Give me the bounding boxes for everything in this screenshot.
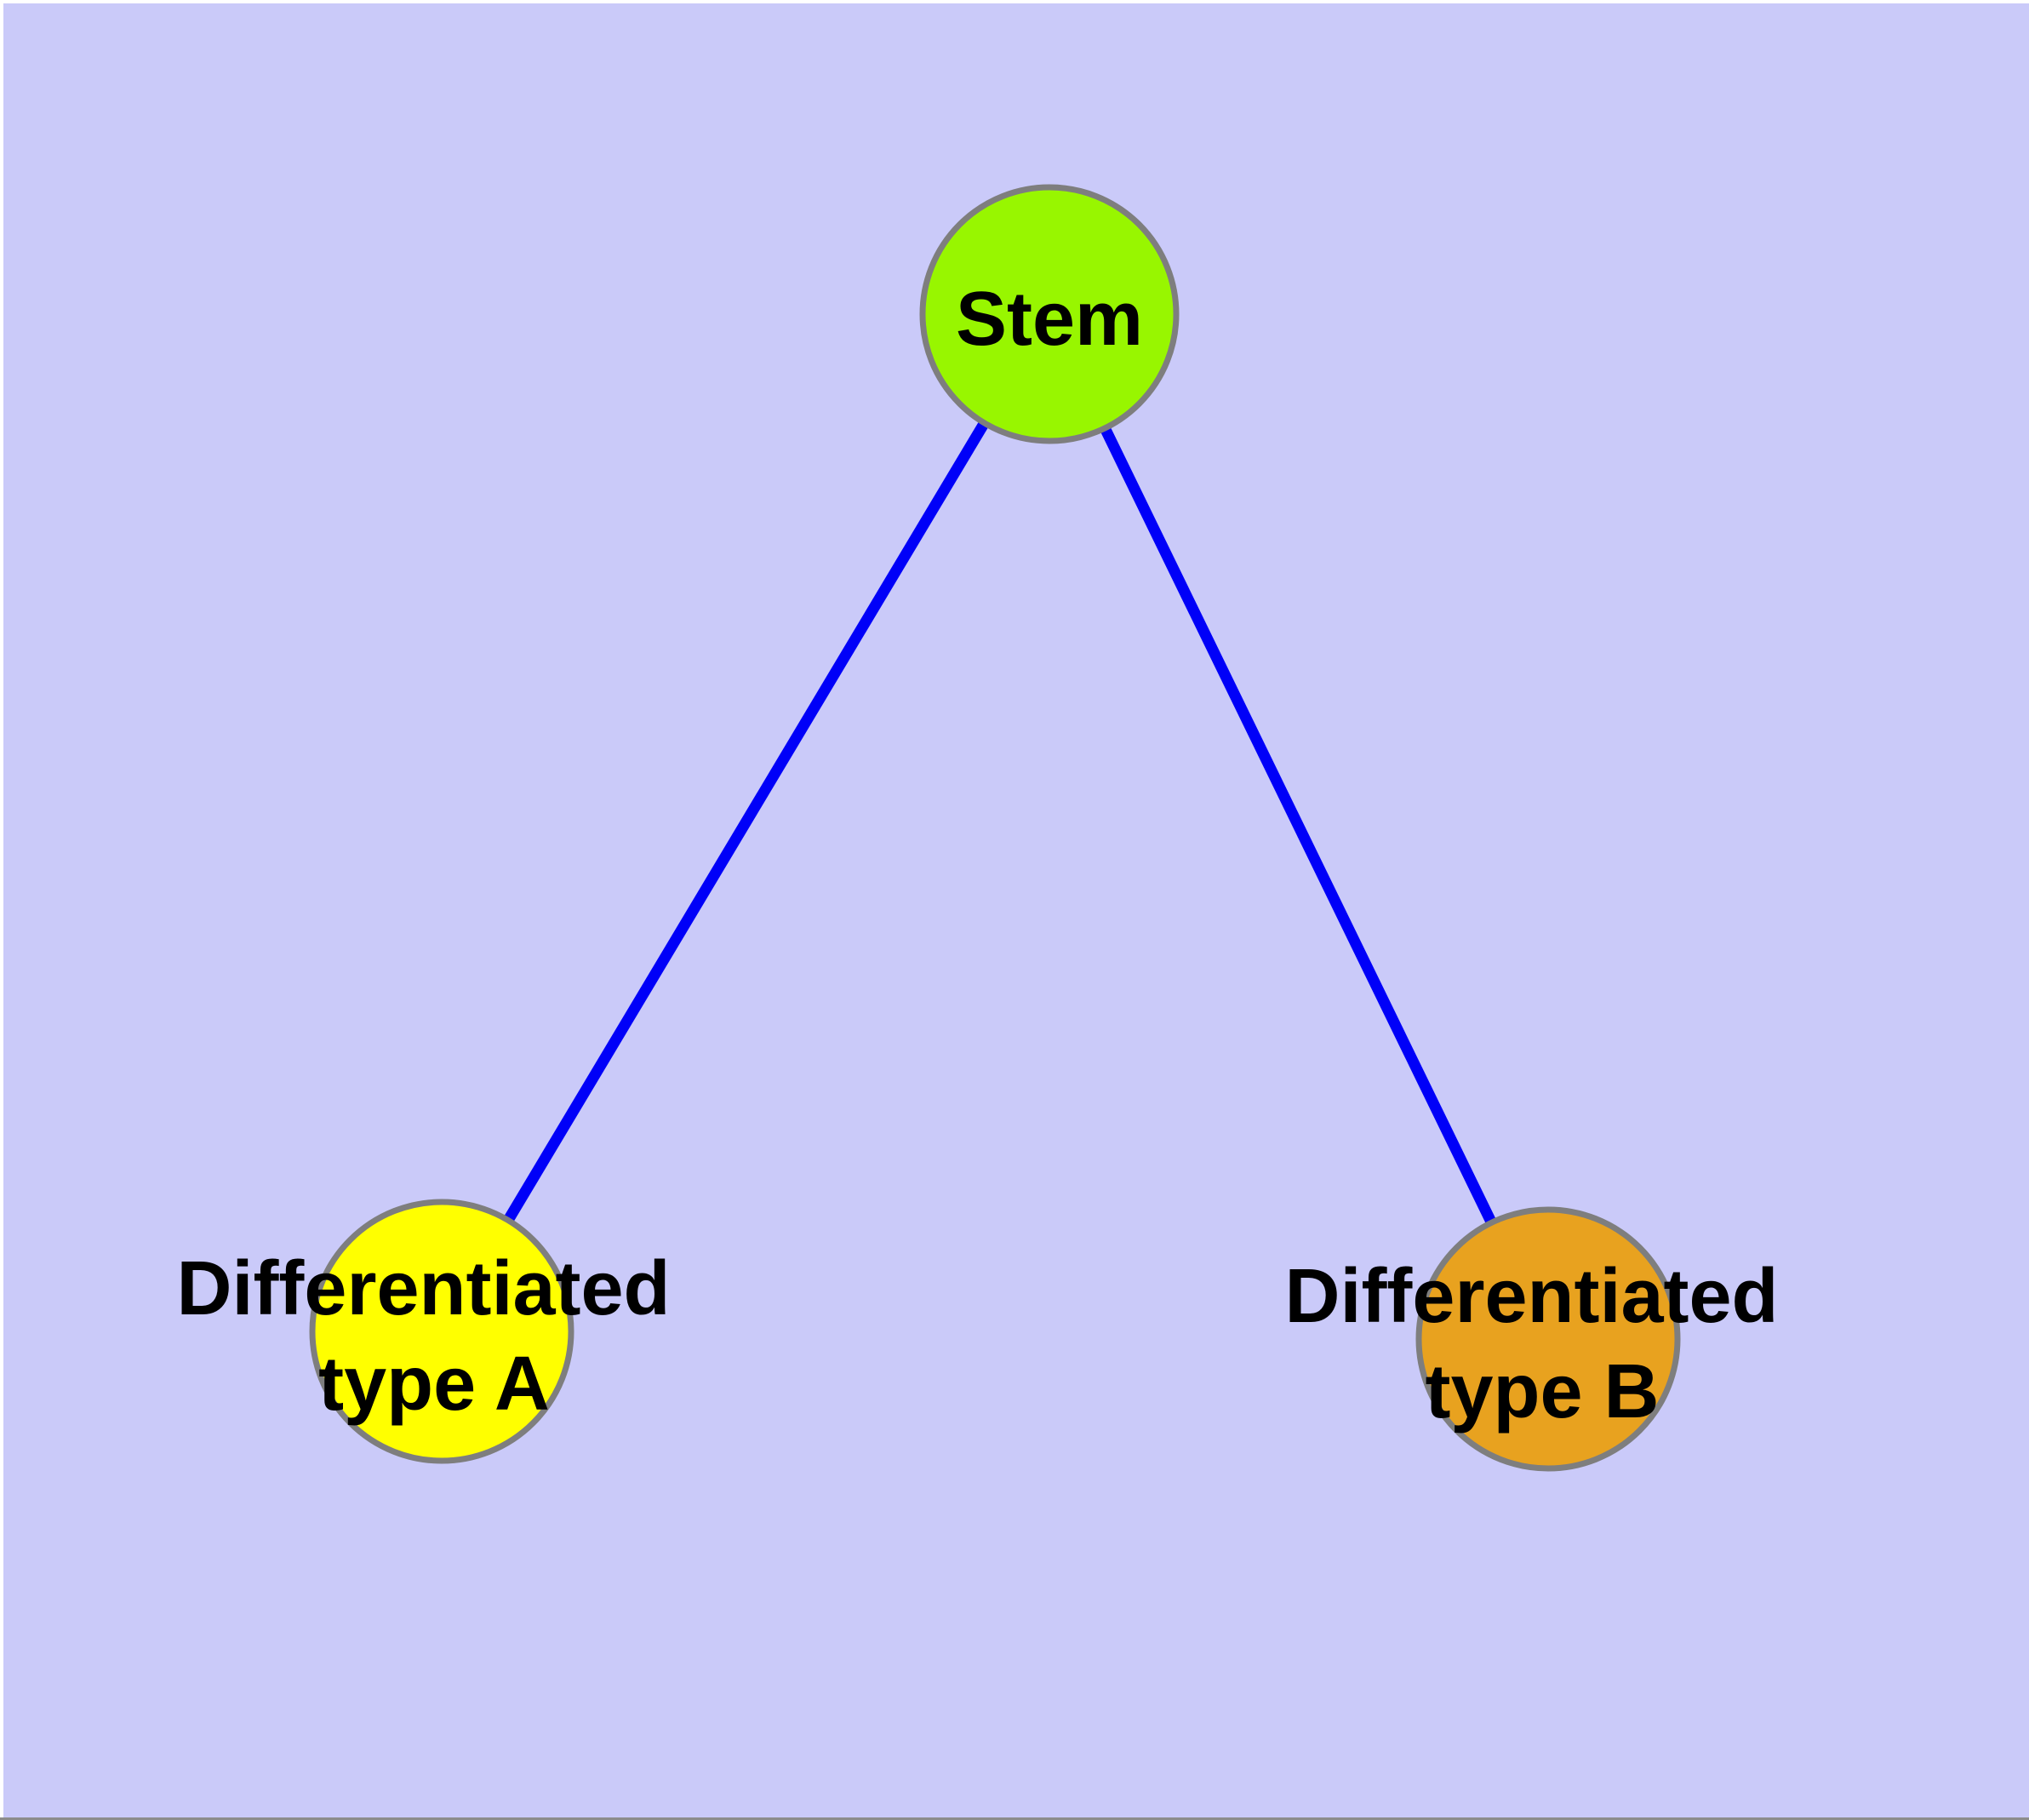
node-differentiated-type-b: Differentiated type B — [1284, 1206, 1799, 1472]
node-differentiated-type-b-label: Differentiated type B — [1284, 1254, 1799, 1434]
node-stem-label-line1: Stem — [956, 277, 1143, 362]
node-differentiated-type-b-label-line2: type B — [1425, 1349, 1659, 1434]
edge-stem-to-typeA — [437, 311, 1055, 1335]
node-differentiated-type-a-label: Differentiated type A — [176, 1246, 691, 1427]
node-differentiated-type-a: Differentiated type A — [176, 1199, 691, 1464]
edge-stem-to-typeB — [1044, 312, 1553, 1342]
node-differentiated-type-a-label-line1: Differentiated — [176, 1246, 670, 1331]
node-stem: Stem — [919, 184, 1180, 444]
node-differentiated-type-b-label-line1: Differentiated — [1284, 1254, 1778, 1339]
node-stem-label: Stem — [956, 277, 1143, 362]
node-differentiated-type-a-label-line2: type A — [318, 1342, 550, 1427]
canvas-bottom-edge — [0, 1817, 2029, 1820]
node-stem-circle — [919, 184, 1180, 444]
node-differentiated-type-a-circle — [309, 1199, 574, 1464]
node-differentiated-type-b-circle — [1415, 1206, 1681, 1472]
